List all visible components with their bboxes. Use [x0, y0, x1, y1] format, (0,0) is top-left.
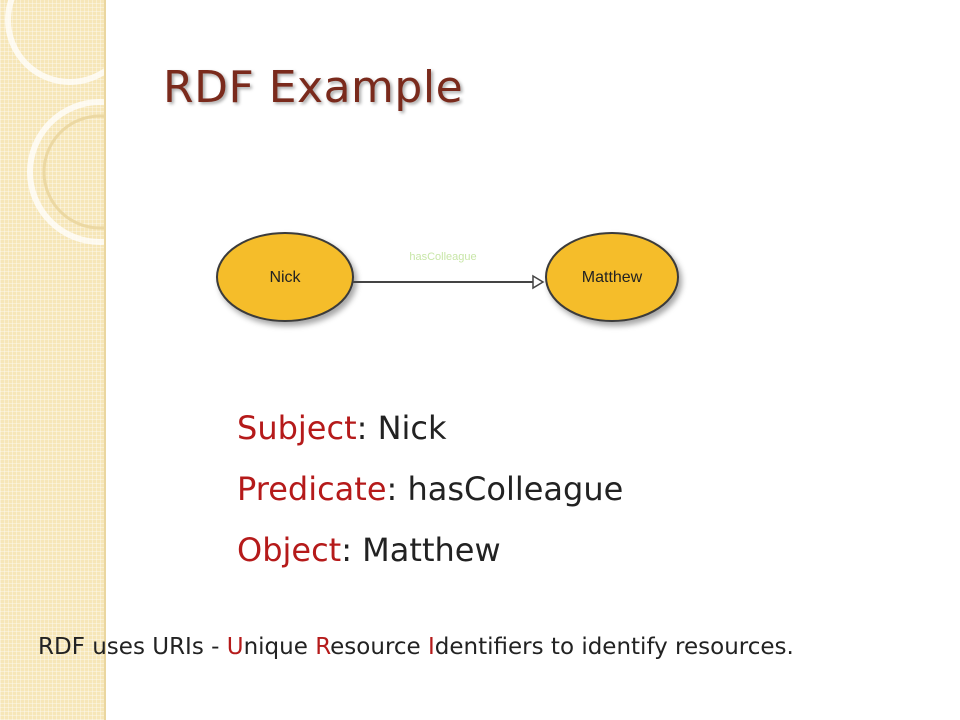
note-highlight: I — [428, 634, 435, 660]
subject-node-label: Nick — [269, 269, 301, 286]
note-text: nique — [243, 634, 316, 660]
object-node: Matthew — [545, 232, 679, 322]
triple-row-predicate: Predicate: hasColleague — [237, 459, 623, 520]
subject-node: Nick — [216, 232, 354, 322]
note-text: esource — [330, 634, 428, 660]
note-text: RDF uses URIs - — [38, 634, 227, 660]
triple-value: hasColleague — [407, 470, 624, 508]
triple-separator: : — [386, 470, 408, 508]
side-divider — [104, 0, 106, 720]
triple-list: Subject: Nick Predicate: hasColleague Ob… — [237, 398, 623, 581]
triple-separator: : — [356, 409, 378, 447]
triple-row-object: Object: Matthew — [237, 520, 623, 581]
decorative-side-strip — [0, 0, 104, 720]
triple-value: Matthew — [362, 531, 501, 569]
slide-title: RDF Example — [163, 62, 464, 113]
predicate-edge: hasColleague — [353, 251, 545, 290]
object-node-label: Matthew — [582, 269, 643, 286]
triple-value: Nick — [377, 409, 447, 447]
rdf-graph-diagram: Nick hasColleague Matthew — [216, 232, 679, 322]
triple-key: Object — [237, 531, 342, 569]
uri-note: RDF uses URIs - Unique Resource Identifi… — [38, 634, 794, 660]
edge-label: hasColleague — [409, 251, 476, 263]
decorative-circles — [5, 0, 104, 245]
triple-key: Predicate — [237, 470, 387, 508]
note-text: dentifiers to identify resources. — [434, 634, 794, 660]
note-highlight: R — [315, 634, 331, 660]
arrowhead-icon — [532, 274, 545, 290]
triple-separator: : — [341, 531, 363, 569]
triple-row-subject: Subject: Nick — [237, 398, 623, 459]
note-highlight: U — [226, 634, 244, 660]
triple-key: Subject — [237, 409, 357, 447]
